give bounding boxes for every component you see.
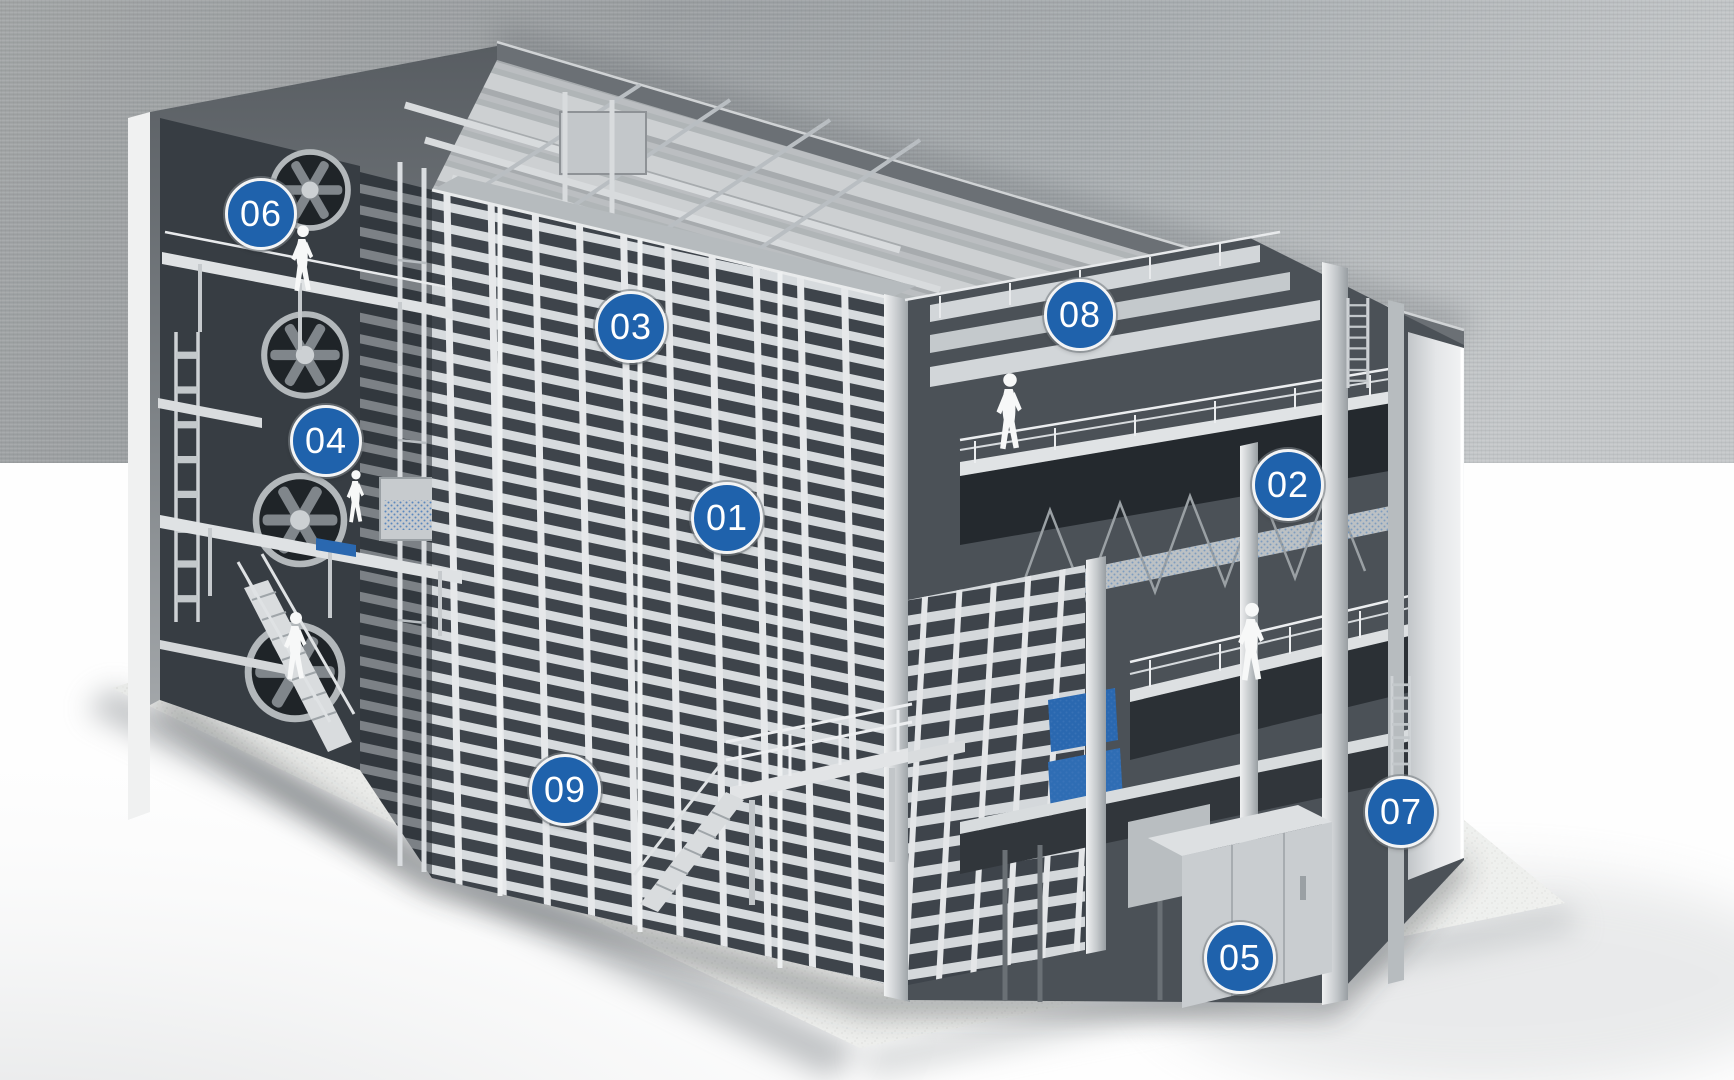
blue-conveyor-accent	[316, 538, 356, 557]
callout-badge-07[interactable]: 07	[1365, 776, 1437, 848]
blue-mesh-accent	[384, 500, 434, 530]
callout-badge-06[interactable]: 06	[225, 178, 297, 250]
deck-walkway	[1129, 582, 1461, 760]
callout-badge-05-label: 05	[1218, 937, 1262, 978]
column	[1086, 556, 1106, 954]
deck-upper	[959, 366, 1398, 545]
roof-hoist-unit	[559, 111, 647, 175]
callout-badge-01[interactable]: 01	[691, 482, 763, 554]
column	[1388, 300, 1404, 984]
callout-badge-06-label: 06	[239, 193, 283, 234]
right-block	[904, 230, 1464, 1005]
callout-badge-03[interactable]: 03	[595, 291, 667, 363]
callout-badge-01-label: 01	[705, 497, 749, 538]
callout-badge-08[interactable]: 08	[1044, 279, 1116, 351]
elevator-bay	[360, 162, 439, 878]
callout-badge-04-label: 04	[304, 420, 348, 461]
callout-badge-09[interactable]: 09	[529, 754, 601, 826]
callout-badge-08-label: 08	[1058, 294, 1102, 335]
right-wall-panel	[1408, 332, 1464, 880]
callout-badge-02[interactable]: 02	[1252, 449, 1324, 521]
callout-badge-09-label: 09	[543, 769, 587, 810]
stairs-center	[632, 702, 965, 912]
callout-badge-04[interactable]: 04	[290, 405, 362, 477]
machine	[128, 40, 1465, 1008]
corner-column	[884, 294, 910, 1002]
fan-icon	[264, 314, 346, 396]
callout-badge-07-label: 07	[1379, 791, 1423, 832]
callout-badge-05[interactable]: 05	[1204, 922, 1276, 994]
callout-badge-02-label: 02	[1266, 464, 1310, 505]
column	[1322, 262, 1348, 1005]
callout-badge-03-label: 03	[609, 306, 653, 347]
